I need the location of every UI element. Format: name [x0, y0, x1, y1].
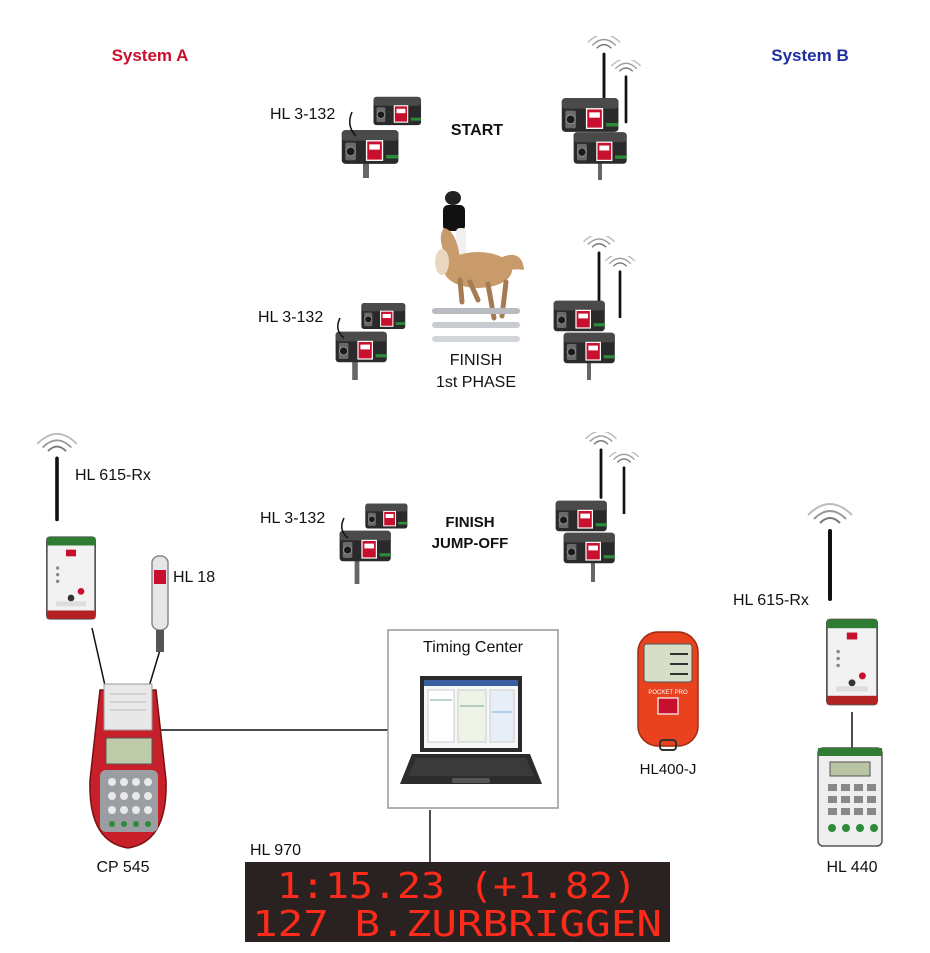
keypad-hl440: [817, 747, 883, 847]
photocell-icon: [552, 300, 606, 332]
receiver-a: [46, 536, 96, 620]
photocell-icon: [562, 532, 616, 564]
receiver-b-label: HL 615-Rx: [733, 592, 809, 609]
photocell-icon: [338, 530, 392, 562]
scoreboard-line2: 127 B.ZURBRIGGEN: [252, 904, 662, 945]
antenna-icon: [37, 434, 77, 520]
stopwatch-icon: [637, 631, 699, 751]
start-label: START: [451, 122, 503, 139]
finish-phase-photocells-b: [552, 236, 637, 380]
finish-phase-label-line1: FINISH: [450, 352, 502, 369]
handheld-hl18: [151, 555, 169, 652]
finish-jumpoff-label-line2: JUMP-OFF: [432, 535, 509, 552]
photocell-icon: [334, 331, 388, 363]
photocell-icon: [372, 96, 422, 126]
photocell-icon: [341, 129, 400, 165]
system-b-title: System B: [771, 46, 848, 65]
timing-center-label: Timing Center: [423, 639, 524, 656]
antenna-icon: [584, 432, 618, 500]
system-a-title: System A: [112, 46, 189, 65]
scoreboard-panel: [245, 862, 670, 942]
laptop-icon: [400, 676, 542, 784]
receiver-a-label: HL 615-Rx: [75, 467, 151, 484]
timing-center-frame: [387, 629, 559, 809]
start-photocells-b: [561, 36, 643, 180]
photocell-icon: [562, 332, 616, 364]
horse-jumper-icon: [432, 191, 524, 342]
photocell-icon: [561, 97, 620, 133]
system-a-connections: [91, 627, 431, 862]
antenna-icon: [586, 36, 622, 106]
stopwatch-brand-text: POCKET PRO: [648, 690, 688, 696]
start-device-label: HL 3-132: [270, 106, 335, 123]
finish-phase-device-label: HL 3-132: [258, 309, 323, 326]
finish-jumpoff-photocells-b: [554, 432, 641, 582]
photocell-icon: [554, 500, 608, 532]
scoreboard-line1: 1:15.23 (+1.82): [277, 866, 637, 907]
antenna-icon: [808, 504, 852, 599]
start-photocells-a: [341, 96, 422, 178]
antenna-icon: [603, 256, 637, 318]
printer-label: CP 545: [96, 859, 149, 876]
antenna-icon: [607, 452, 641, 514]
antenna-icon: [582, 236, 616, 302]
photocell-icon: [360, 302, 406, 330]
scoreboard-label: HL 970: [250, 842, 301, 859]
finish-jumpoff-label-line1: FINISH: [445, 514, 494, 531]
receiver-b: [826, 618, 878, 706]
photocell-icon: [573, 131, 628, 165]
stopwatch-label: HL400-J: [640, 761, 697, 778]
finish-jumpoff-photocells-a: [338, 502, 409, 584]
finish-jumpoff-device-label: HL 3-132: [260, 510, 325, 527]
photocell-icon: [364, 502, 409, 530]
printer-cp545: [89, 683, 167, 849]
handheld-label: HL 18: [173, 569, 215, 586]
keypad-label: HL 440: [827, 859, 878, 876]
finish-phase-photocells-a: [334, 302, 406, 380]
finish-phase-label-line2: 1st PHASE: [436, 374, 516, 391]
